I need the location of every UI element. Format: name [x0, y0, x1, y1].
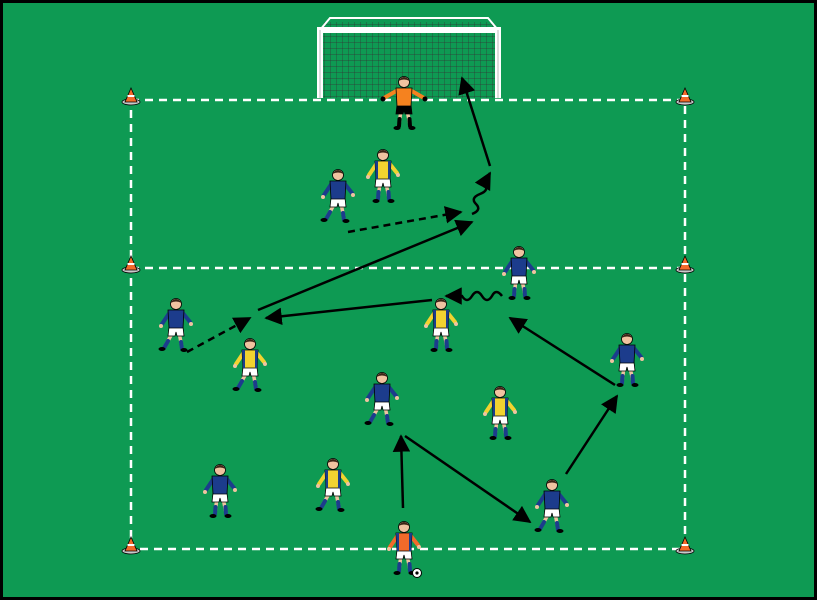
player-icon: [232, 338, 267, 392]
pass-arrow: [508, 316, 616, 387]
action-arrows: [186, 76, 619, 524]
player-icon: [158, 298, 193, 352]
player-icon: [424, 298, 458, 352]
player-icon: [534, 479, 569, 533]
player-icon: [320, 169, 355, 223]
player-icon: [483, 386, 517, 440]
cone-icon: [121, 254, 141, 274]
player-icon: [366, 149, 400, 203]
players: [158, 76, 644, 578]
player-icon: [315, 458, 350, 512]
dribble-arrow: [471, 171, 492, 216]
pass-arrow: [404, 434, 532, 524]
player-icon: [203, 464, 237, 518]
cone-icon: [675, 254, 695, 274]
pass-arrow: [564, 394, 619, 475]
player-icon: [502, 246, 536, 300]
ball-icon: [412, 568, 422, 578]
player-icon: [364, 372, 399, 426]
cone-icon: [675, 535, 695, 555]
pass-arrow: [392, 434, 411, 509]
cone-icon: [121, 86, 141, 106]
player-icon: [610, 333, 644, 387]
cone-icon: [675, 86, 695, 106]
pass-arrow: [257, 219, 474, 312]
pass-arrow: [264, 298, 433, 326]
shot-arrow: [458, 76, 492, 167]
player-icon: [387, 521, 421, 575]
cone-icon: [121, 535, 141, 555]
cones: [121, 86, 695, 555]
goal-icon: [317, 17, 501, 98]
goalkeeper: [380, 76, 428, 130]
dribble-arrow: [444, 287, 503, 305]
